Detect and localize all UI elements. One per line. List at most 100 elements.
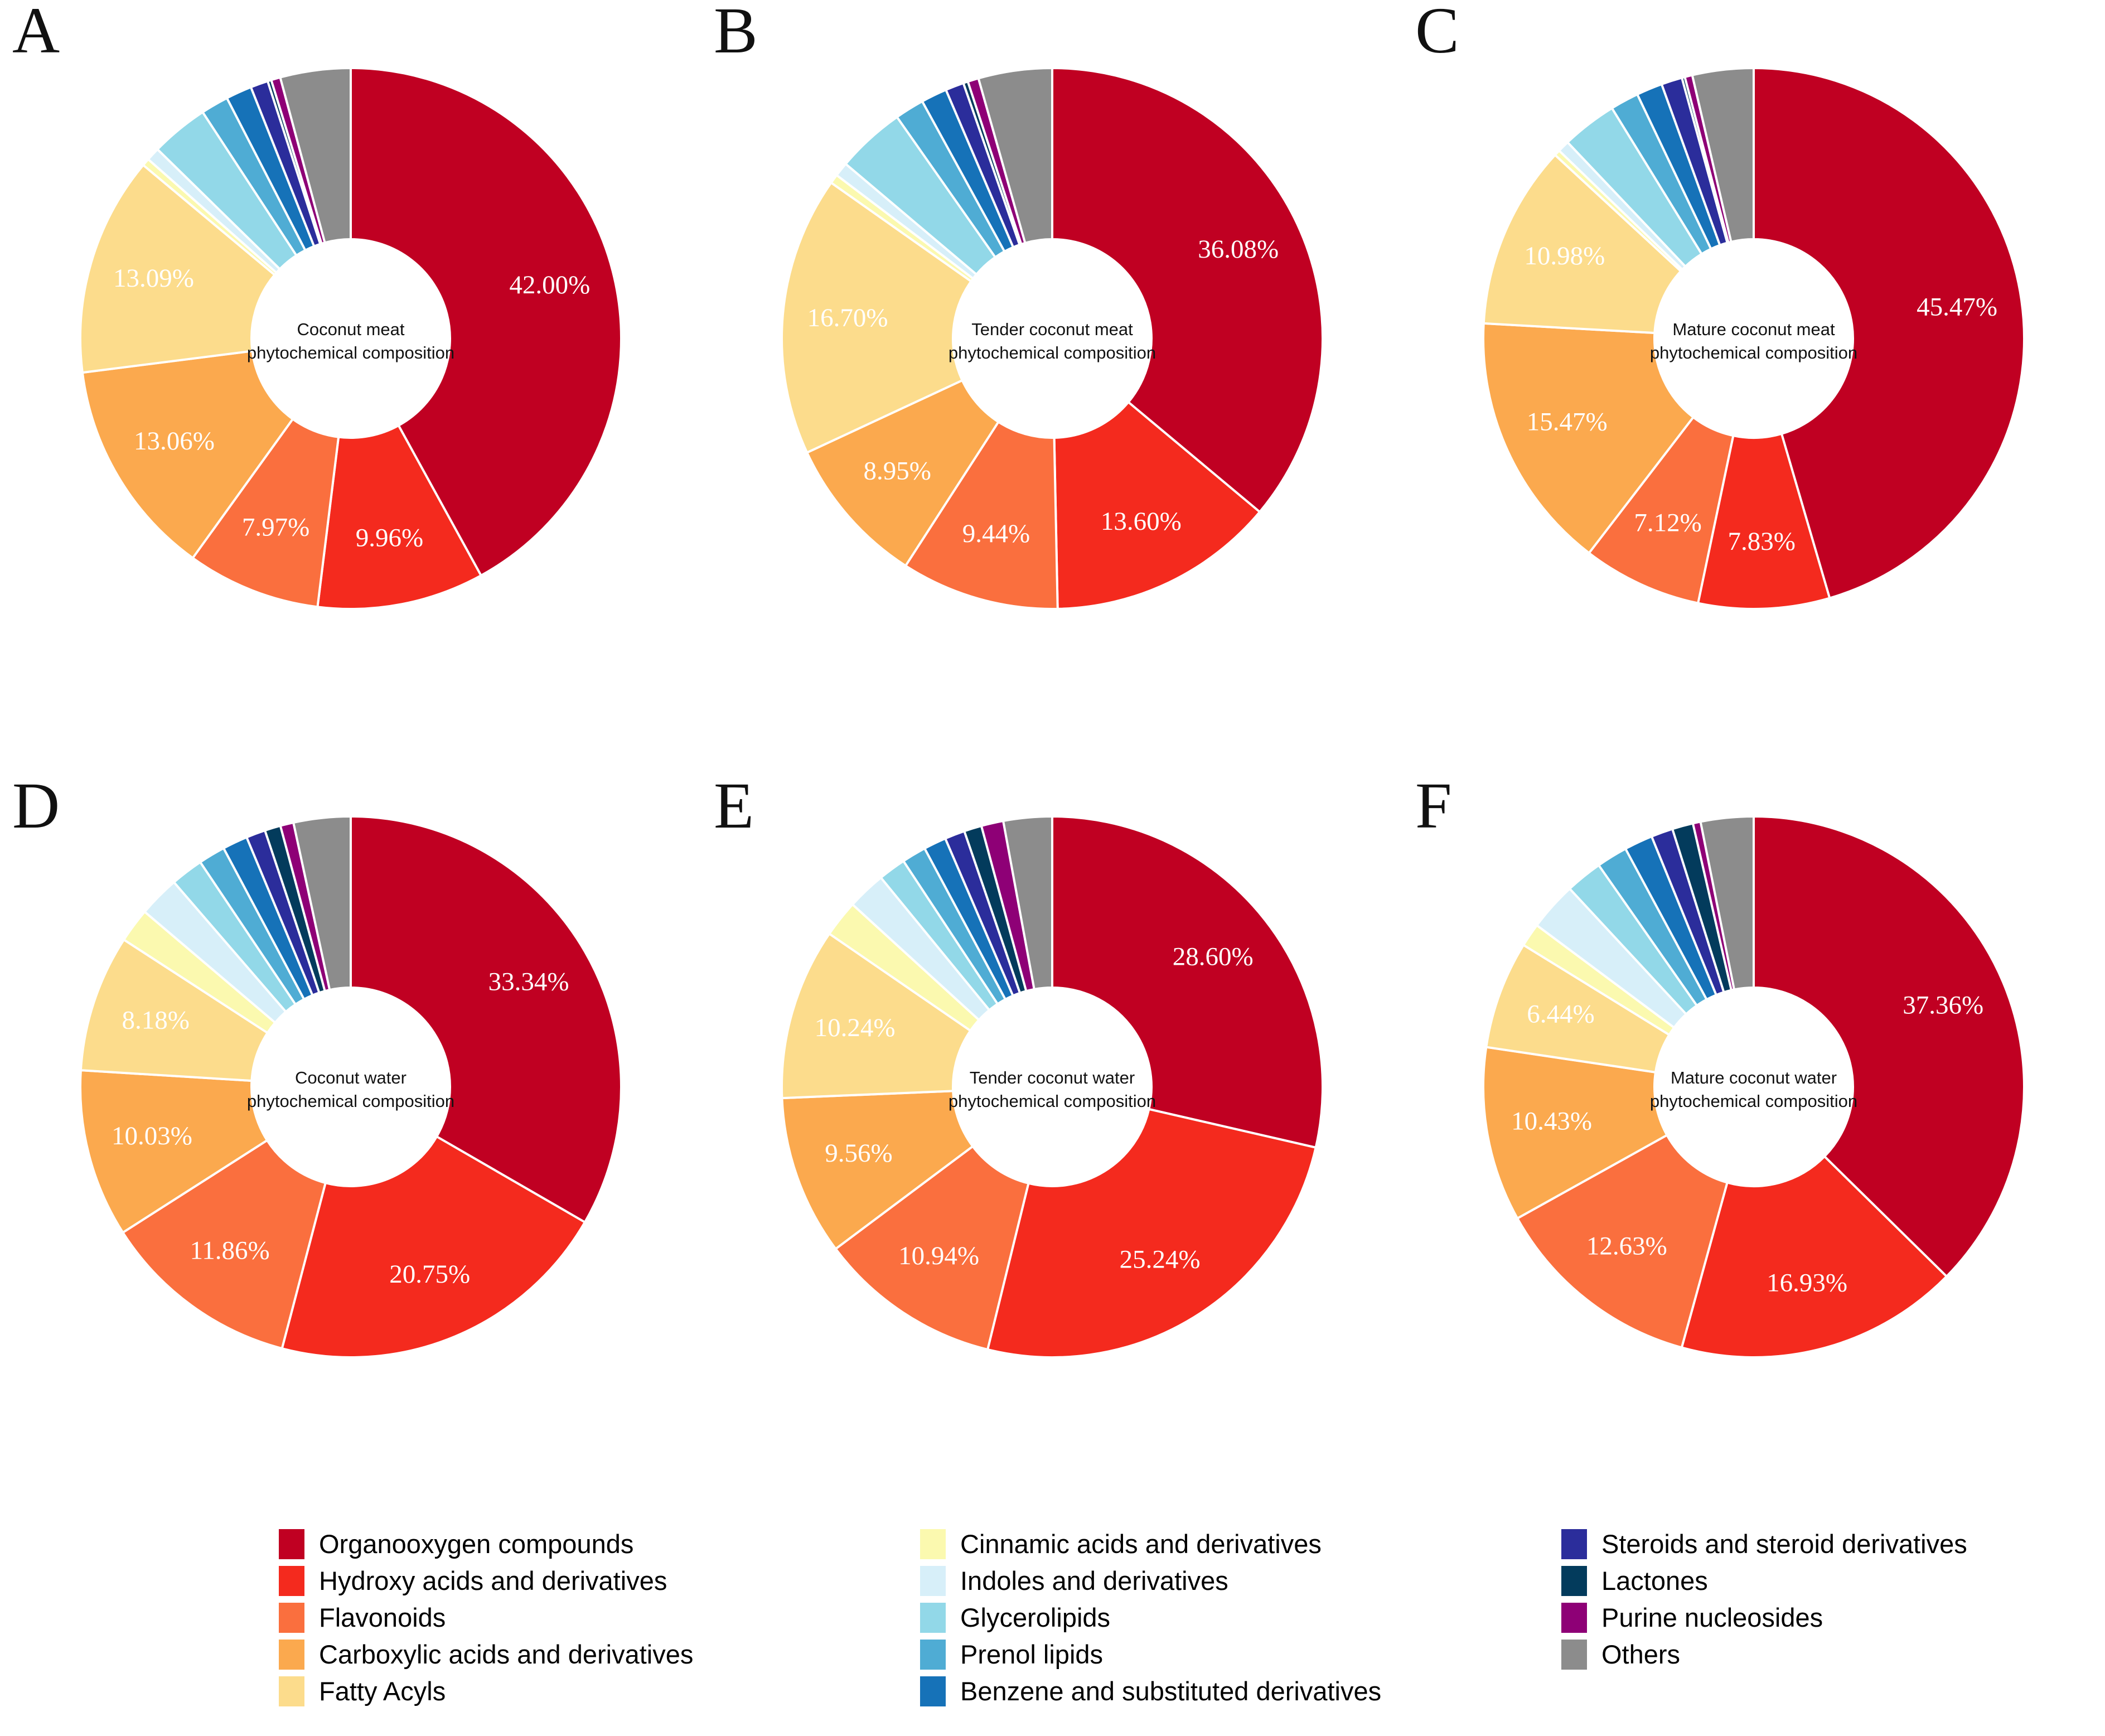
slice-percentage-label: 28.60% xyxy=(1173,942,1254,971)
pie-slice[interactable] xyxy=(1516,1133,1729,1349)
legend-item[interactable]: Fatty Acyls xyxy=(279,1675,920,1708)
legend-item-label: Carboxylic acids and derivatives xyxy=(319,1640,694,1669)
slice-percentage-label: 10.43% xyxy=(1511,1107,1592,1136)
legend-item[interactable]: Glycerolipids xyxy=(920,1602,1561,1634)
legend-swatch-icon xyxy=(279,1529,304,1559)
slice-percentage-label: 12.63% xyxy=(1586,1231,1667,1260)
legend-item[interactable]: Cinnamic acids and derivatives xyxy=(920,1528,1561,1560)
donut-chart-c: 45.47%7.83%7.12%15.47%10.98%Mature cocon… xyxy=(1450,35,2058,720)
legend-item-label: Flavonoids xyxy=(319,1603,446,1632)
slice-percentage-label: 9.96% xyxy=(356,524,423,553)
legend-swatch-icon xyxy=(279,1640,304,1670)
pie-slice[interactable] xyxy=(79,163,277,374)
pie-slice[interactable] xyxy=(1001,815,1053,991)
donut-center-title-line2: phytochemical composition xyxy=(1650,1091,1857,1111)
legend-item-label: Purine nucleosides xyxy=(1601,1603,1823,1632)
pie-slice[interactable] xyxy=(781,1090,975,1251)
pie-slice[interactable] xyxy=(1753,66,2025,599)
legend-item-label: Prenol lipids xyxy=(960,1640,1104,1669)
legend-item[interactable]: Purine nucleosides xyxy=(1561,1602,2063,1634)
legend-swatch-icon xyxy=(1561,1529,1587,1559)
pie-slice[interactable] xyxy=(834,1144,1030,1351)
donut-center-title-line2: phytochemical composition xyxy=(949,1091,1156,1111)
slice-percentage-label: 9.56% xyxy=(825,1139,892,1168)
pie-slice[interactable] xyxy=(79,938,269,1082)
pie-slice[interactable] xyxy=(805,379,1000,568)
pie-slice[interactable] xyxy=(1696,432,1831,610)
legend-swatch-icon xyxy=(920,1566,946,1596)
pie-slice[interactable] xyxy=(79,1069,269,1234)
pie-slice[interactable] xyxy=(904,420,1059,610)
legend-item[interactable]: Hydroxy acids and derivatives xyxy=(279,1565,920,1597)
slice-percentage-label: 7.97% xyxy=(242,513,309,542)
slice-percentage-label: 11.86% xyxy=(190,1236,270,1265)
legend-swatch-icon xyxy=(1561,1603,1587,1633)
pie-slice[interactable] xyxy=(81,350,294,560)
pie-slice[interactable] xyxy=(781,932,972,1100)
slice-percentage-label: 9.44% xyxy=(962,519,1030,548)
pie-slice[interactable] xyxy=(1680,1154,1948,1358)
legend-item[interactable]: Steroids and steroid derivatives xyxy=(1561,1528,2063,1560)
panel-b: B 36.08%13.60%9.44%8.95%16.70%Tender coc… xyxy=(701,0,1403,758)
pie-slice[interactable] xyxy=(1699,815,1755,991)
donut-center-title-line1: Mature coconut meat xyxy=(1672,320,1835,339)
pie-slice[interactable] xyxy=(279,66,352,244)
donut-svg-c: 45.47%7.83%7.12%15.47%10.98%Mature cocon… xyxy=(1482,66,2025,610)
legend-item[interactable]: Others xyxy=(1561,1638,2063,1671)
donut-chart-e: 28.60%25.24%10.94%9.56%10.24%Tender coco… xyxy=(748,783,1356,1469)
slice-percentage-label: 36.08% xyxy=(1198,235,1279,264)
legend-item-label: Fatty Acyls xyxy=(319,1676,446,1706)
pie-slice[interactable] xyxy=(1053,400,1261,610)
pie-slice[interactable] xyxy=(781,181,973,454)
panel-e: E 28.60%25.24%10.94%9.56%10.24%Tender co… xyxy=(701,773,1403,1534)
slice-percentage-label: 10.98% xyxy=(1524,241,1605,270)
slice-percentage-label: 15.47% xyxy=(1527,407,1608,436)
panel-f: F 37.36%16.93%12.63%10.43%6.44%Mature co… xyxy=(1403,773,2104,1534)
pie-slice[interactable] xyxy=(977,66,1053,245)
slice-percentage-label: 10.03% xyxy=(112,1121,192,1150)
slice-percentage-label: 13.60% xyxy=(1101,507,1182,536)
slice-percentage-label: 33.34% xyxy=(488,968,569,997)
donut-center-title-line1: Tender coconut water xyxy=(970,1068,1135,1087)
legend-item[interactable]: Flavonoids xyxy=(279,1602,920,1634)
pie-slice[interactable] xyxy=(292,815,352,992)
legend-item[interactable]: Lactones xyxy=(1561,1565,2063,1597)
legend-item[interactable]: Carboxylic acids and derivatives xyxy=(279,1638,920,1671)
pie-slice[interactable] xyxy=(280,1135,587,1358)
pie-slice[interactable] xyxy=(350,815,622,1224)
pie-slice[interactable] xyxy=(121,1139,327,1350)
pie-slice[interactable] xyxy=(1051,66,1324,514)
pie-slice[interactable] xyxy=(1753,815,2025,1278)
donut-svg-b: 36.08%13.60%9.44%8.95%16.70%Tender cocon… xyxy=(781,66,1324,610)
pie-slice[interactable] xyxy=(986,1108,1318,1358)
pie-slice[interactable] xyxy=(1482,322,1695,555)
pie-slice[interactable] xyxy=(1482,153,1683,335)
legend-item-label: Glycerolipids xyxy=(960,1603,1111,1632)
legend-item[interactable]: Indoles and derivatives xyxy=(920,1565,1561,1597)
legend-swatch-icon xyxy=(1561,1640,1587,1670)
pie-slice[interactable] xyxy=(1691,66,1755,244)
legend-item-label: Organooxygen compounds xyxy=(319,1529,634,1559)
legend-item-label: Lactones xyxy=(1601,1566,1708,1595)
panel-letter-d: D xyxy=(12,769,60,842)
slice-percentage-label: 42.00% xyxy=(509,270,590,299)
donut-center-title-line2: phytochemical composition xyxy=(949,343,1156,362)
pie-slice[interactable] xyxy=(316,424,483,610)
pie-slice[interactable] xyxy=(350,66,622,577)
pie-slice[interactable] xyxy=(1482,1046,1669,1220)
legend-item-label: Steroids and steroid derivatives xyxy=(1601,1529,1967,1559)
legend-item[interactable]: Prenol lipids xyxy=(920,1638,1561,1671)
legend-item[interactable]: Benzene and substituted derivatives xyxy=(920,1675,1561,1708)
pie-slice[interactable] xyxy=(1051,815,1324,1149)
slice-percentage-label: 45.47% xyxy=(1917,293,1997,322)
panel-c: C 45.47%7.83%7.12%15.47%10.98%Mature coc… xyxy=(1403,0,2104,758)
legend-swatch-icon xyxy=(920,1640,946,1670)
pie-slice[interactable] xyxy=(191,417,340,608)
donut-svg-e: 28.60%25.24%10.94%9.56%10.24%Tender coco… xyxy=(781,815,1324,1358)
legend-swatch-icon xyxy=(1561,1566,1587,1596)
legend-item-label: Indoles and derivatives xyxy=(960,1566,1228,1595)
legend-item[interactable]: Organooxygen compounds xyxy=(279,1528,920,1560)
